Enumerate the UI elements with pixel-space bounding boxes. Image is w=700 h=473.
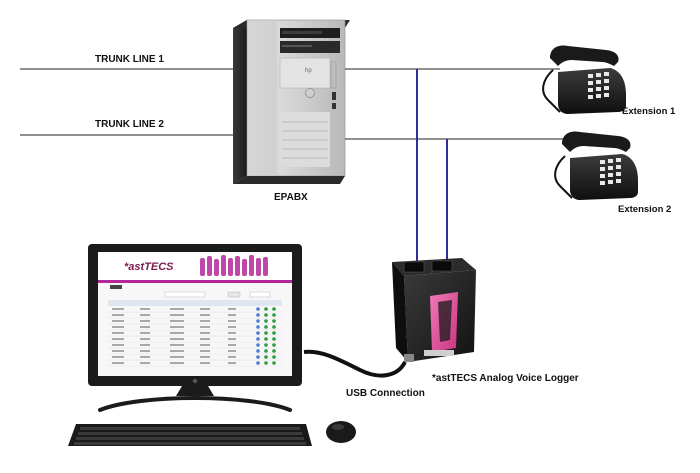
- telephone-extension-1: [542, 45, 626, 114]
- svg-text:hp: hp: [305, 68, 312, 74]
- epabx-tower: hp: [233, 19, 350, 184]
- telephone-extension-2: [554, 131, 638, 200]
- usb-cable: [303, 349, 407, 378]
- app-logo-text: *astTECS: [124, 261, 174, 273]
- keyboard: [68, 424, 312, 446]
- all-in-one-computer: *astTECS: [88, 244, 302, 412]
- mouse: [326, 421, 356, 443]
- usb-connection-label: USB Connection: [346, 388, 425, 399]
- epabx-label: EPABX: [274, 192, 308, 203]
- trunk-line-1-label: TRUNK LINE 1: [95, 54, 164, 65]
- extension-1-label: Extension 1: [622, 106, 676, 117]
- trunk-line-2-label: TRUNK LINE 2: [95, 119, 164, 130]
- extension-2-label: Extension 2: [618, 204, 671, 215]
- voice-logger-device: [392, 258, 476, 362]
- voice-logger-label: *astTECS Analog Voice Logger: [432, 373, 579, 384]
